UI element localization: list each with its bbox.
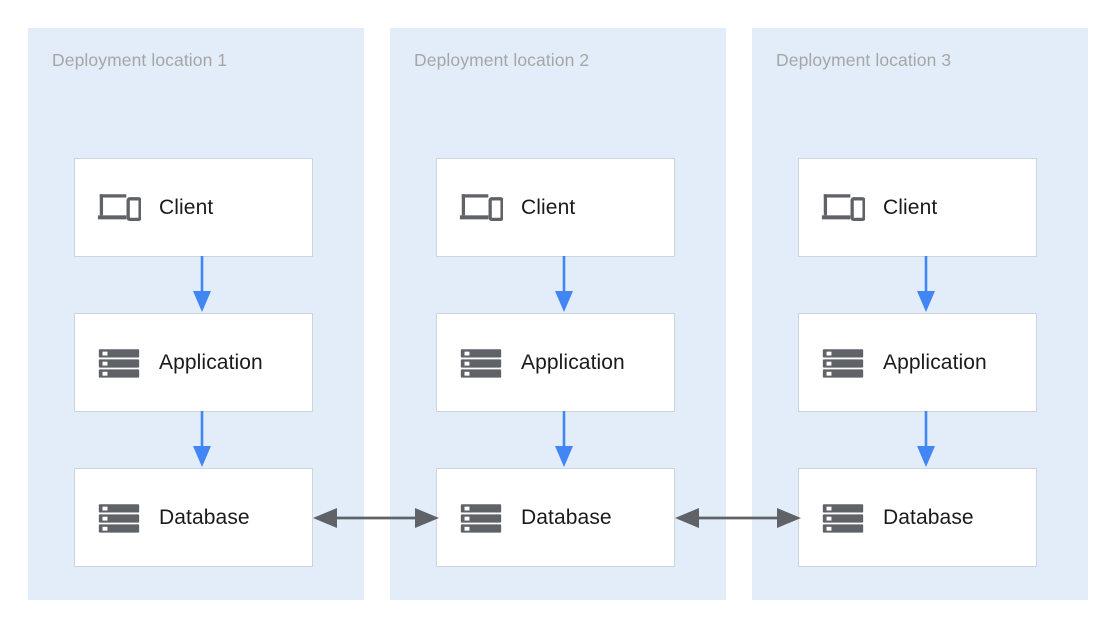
server-icon (97, 341, 141, 385)
arrow-application-to-database-3 (914, 411, 938, 469)
arrow-application-to-database-1 (190, 411, 214, 469)
server-icon (459, 341, 503, 385)
node-label-application-1: Application (159, 351, 263, 375)
server-icon (97, 496, 141, 540)
node-database-3[interactable]: Database (798, 468, 1037, 567)
arrow-client-to-application-1 (190, 256, 214, 314)
node-label-application-2: Application (521, 351, 625, 375)
node-label-application-3: Application (883, 351, 987, 375)
node-client-1[interactable]: Client (74, 158, 313, 257)
node-application-1[interactable]: Application (74, 313, 313, 412)
arrow-client-to-application-3 (914, 256, 938, 314)
panel-title-3: Deployment location 3 (776, 50, 951, 71)
node-label-database-1: Database (159, 506, 250, 530)
devices-icon (821, 186, 865, 230)
server-icon (459, 496, 503, 540)
node-label-client-1: Client (159, 196, 213, 220)
node-client-2[interactable]: Client (436, 158, 675, 257)
server-icon (821, 496, 865, 540)
node-database-1[interactable]: Database (74, 468, 313, 567)
arrow-database-1-to-database-2 (311, 503, 441, 533)
server-icon (821, 341, 865, 385)
devices-icon (97, 186, 141, 230)
node-client-3[interactable]: Client (798, 158, 1037, 257)
panel-title-2: Deployment location 2 (414, 50, 589, 71)
devices-icon (459, 186, 503, 230)
node-label-database-3: Database (883, 506, 974, 530)
node-label-client-3: Client (883, 196, 937, 220)
node-label-client-2: Client (521, 196, 575, 220)
node-label-database-2: Database (521, 506, 612, 530)
node-database-2[interactable]: Database (436, 468, 675, 567)
arrow-database-2-to-database-3 (673, 503, 803, 533)
node-application-3[interactable]: Application (798, 313, 1037, 412)
arrow-application-to-database-2 (552, 411, 576, 469)
node-application-2[interactable]: Application (436, 313, 675, 412)
arrow-client-to-application-2 (552, 256, 576, 314)
panel-title-1: Deployment location 1 (52, 50, 227, 71)
